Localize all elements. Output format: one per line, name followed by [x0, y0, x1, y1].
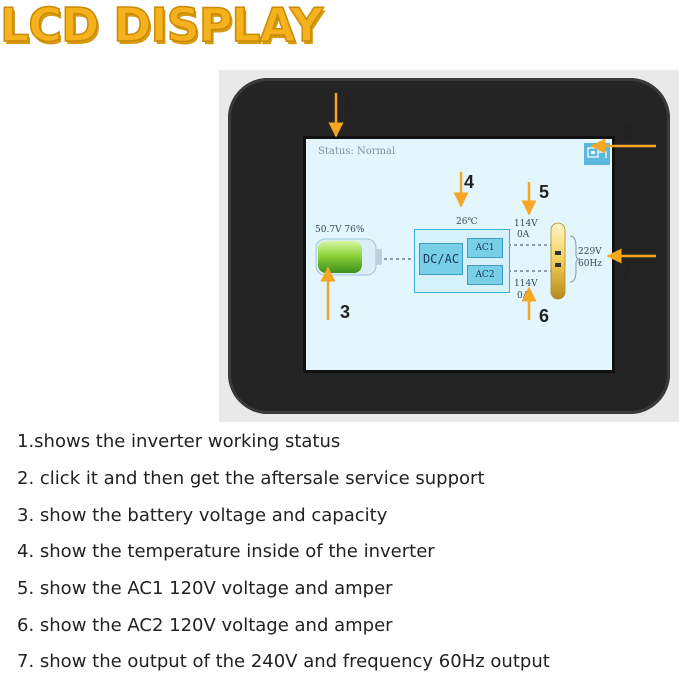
socket-strip-icon [550, 222, 566, 300]
output-voltage-readout: 229V [578, 247, 602, 257]
legend-item-2: 2. click it and then get the aftersale s… [17, 468, 485, 489]
inverter-block: DC/AC AC1 AC2 [414, 229, 510, 293]
ac1-block: AC1 [467, 238, 503, 258]
legend-item-7: 7. show the output of the 240V and frequ… [17, 651, 550, 672]
battery-readout: 50.7V 76% [315, 225, 365, 235]
ac1-current-readout: 0A [517, 230, 530, 240]
status-readout: Status: Normal [318, 146, 396, 157]
callout-number-1: 1 [342, 94, 353, 114]
legend-item-5: 5. show the AC1 120V voltage and amper [17, 578, 393, 599]
callout-number-3: 3 [340, 302, 351, 322]
temperature-readout: 26℃ [456, 217, 478, 227]
ac2-voltage-readout: 114V [514, 279, 538, 289]
page-title: LCD DISPLAY [0, 0, 324, 53]
callout-number-2: 2 [622, 122, 633, 142]
battery-icon [315, 238, 382, 276]
legend-item-6: 6. show the AC2 120V voltage and amper [17, 615, 393, 636]
legend-item-1: 1.shows the inverter working status [17, 431, 341, 452]
callout-number-4: 4 [464, 172, 475, 192]
legend-item-4: 4. show the temperature inside of the in… [17, 541, 435, 562]
callout-number-7: 7 [621, 262, 632, 282]
lcd-graphics [315, 222, 581, 300]
legend-item-3: 3. show the battery voltage and capacity [17, 505, 388, 526]
ac2-block: AC2 [467, 265, 503, 285]
output-frequency-readout: 60Hz [578, 259, 603, 269]
callout-number-6: 6 [539, 306, 550, 326]
callout-number-5: 5 [539, 182, 550, 202]
output-brace [569, 235, 581, 283]
dcac-label: DC/AC [419, 243, 463, 275]
ac1-voltage-readout: 114V [514, 219, 538, 229]
